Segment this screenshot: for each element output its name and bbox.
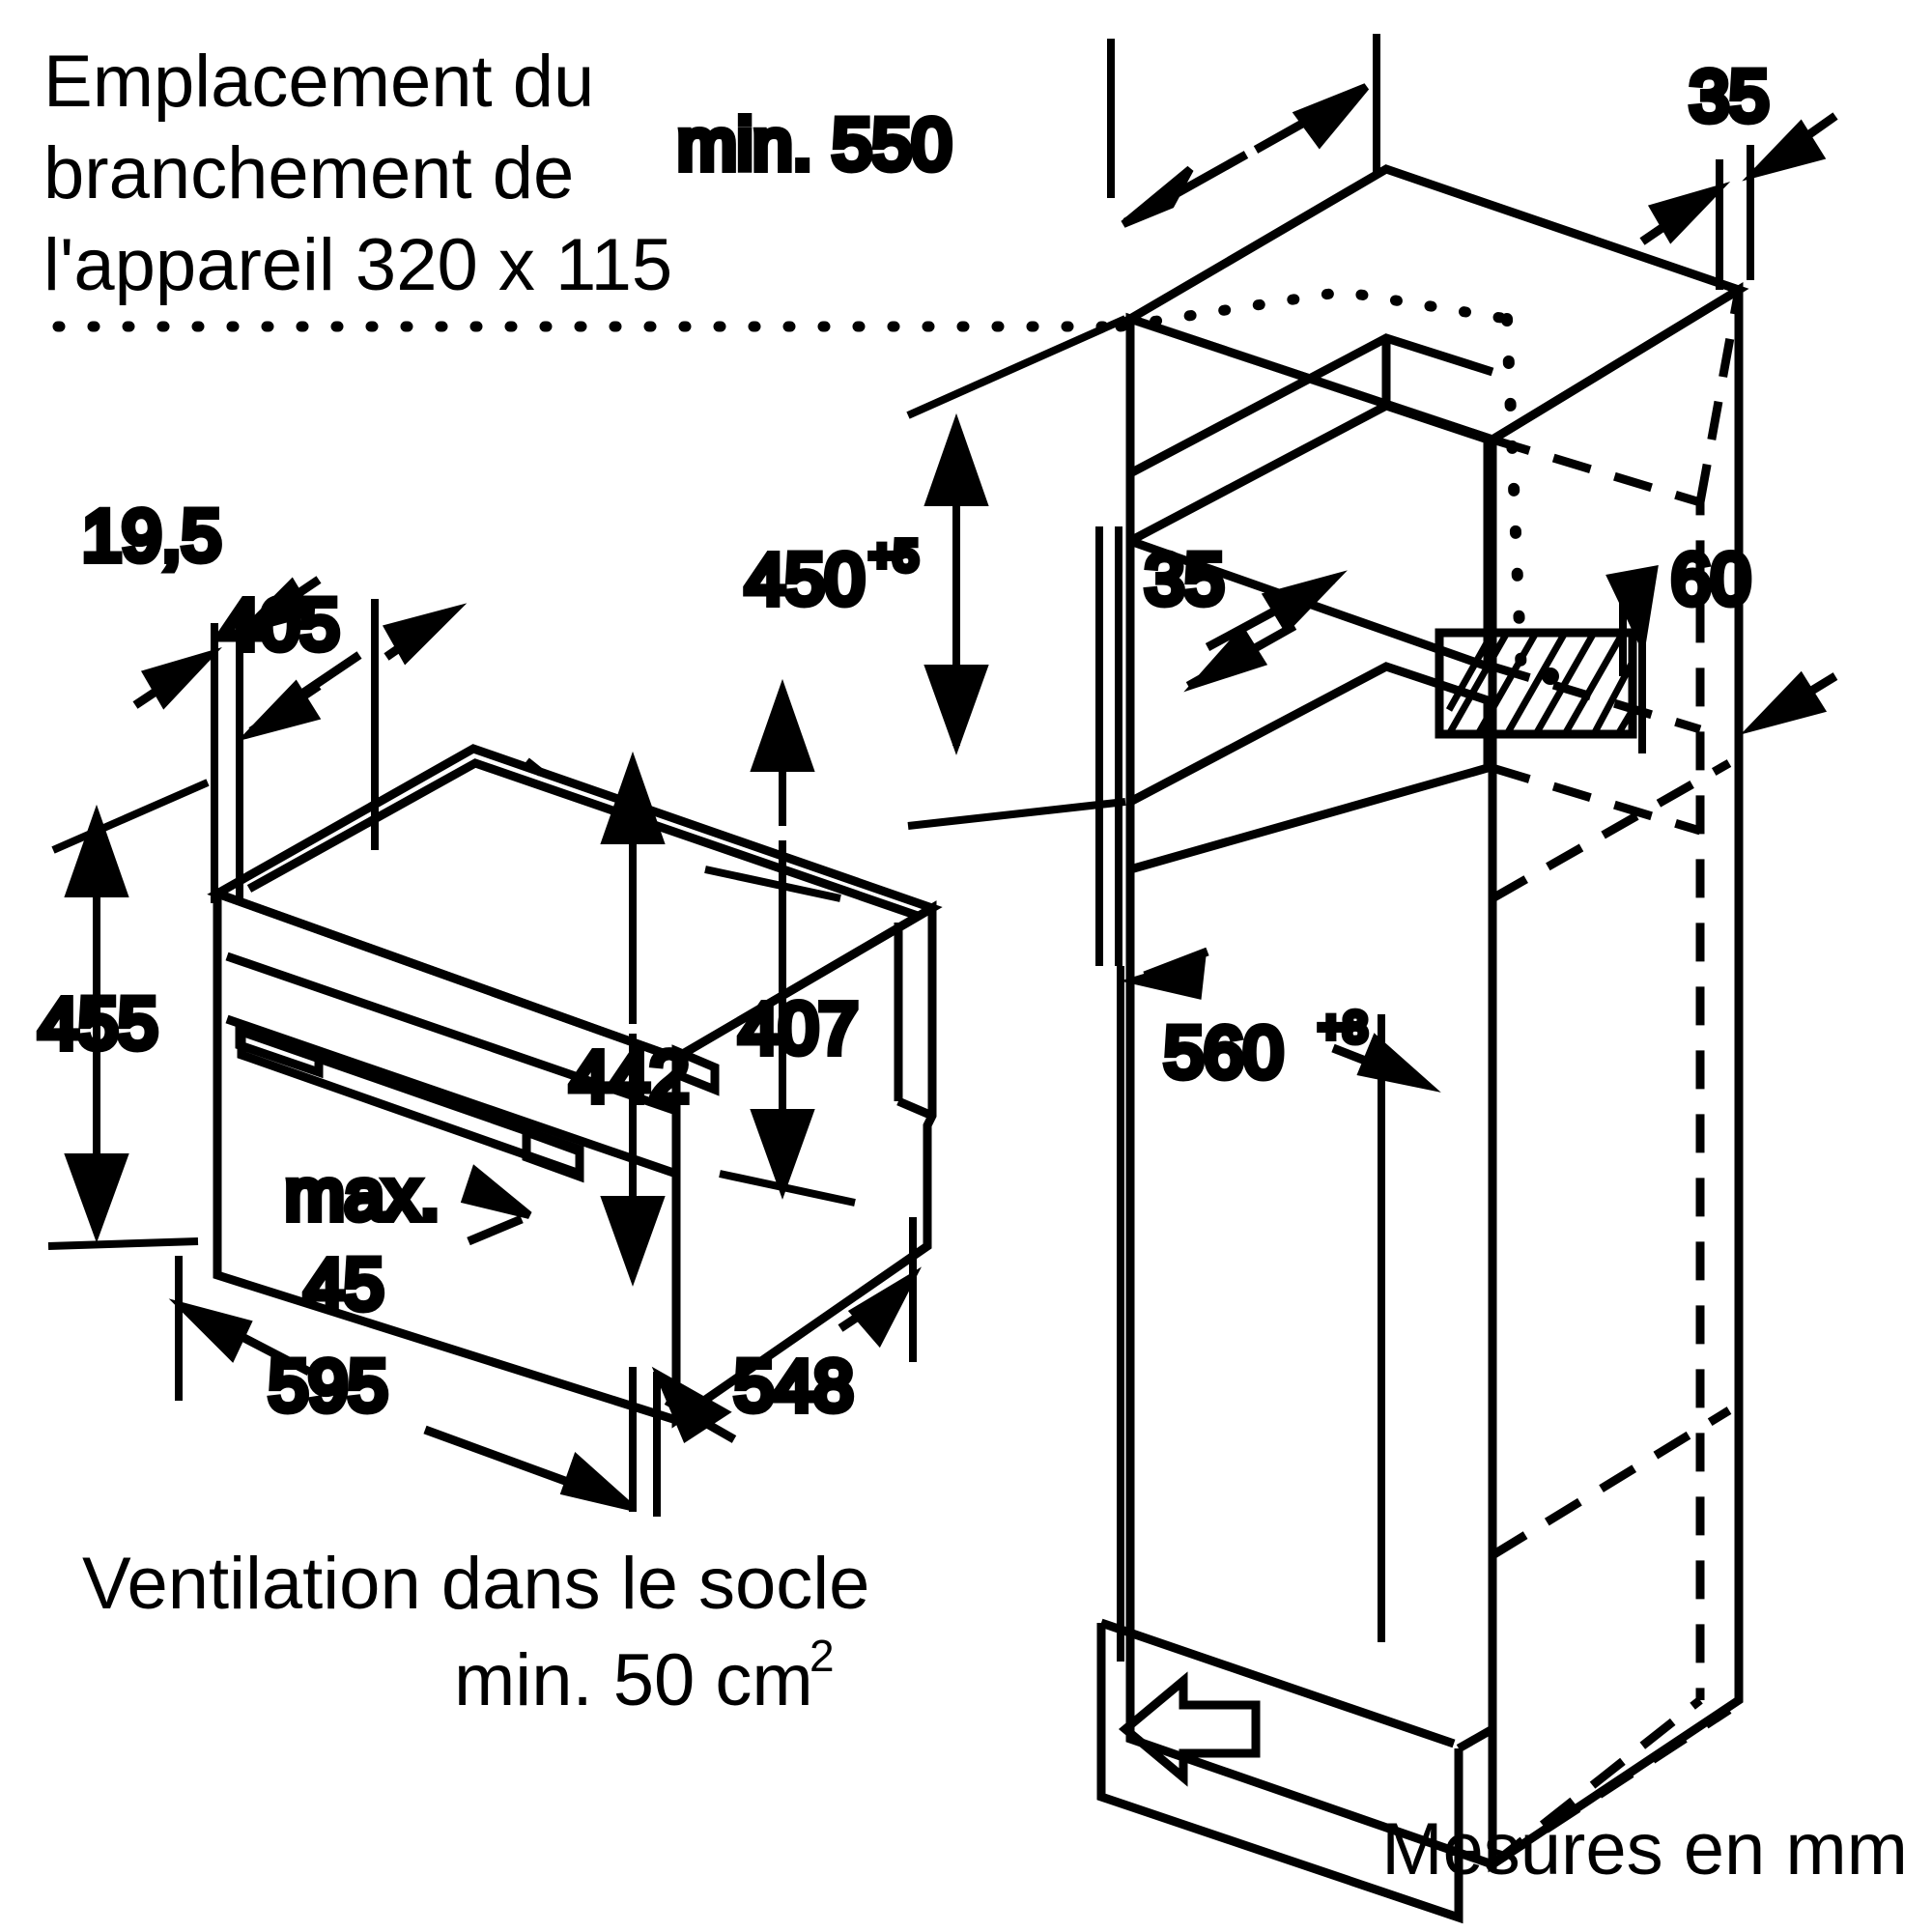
cabinet-plinth-top (1099, 1618, 1456, 1748)
connection-note-line2: branchement de (43, 132, 574, 214)
dim-label-appliance-max-door-gap-value: 45 (304, 1244, 384, 1324)
dim-label-appliance-height: 455 (39, 983, 157, 1064)
ventilation-arrow (1118, 1671, 1261, 1787)
dim-label-appliance-depth: 548 (734, 1346, 853, 1426)
cabinet-plinth-front (1096, 1623, 1463, 1924)
ventilation-note: Ventilation dans le socle min. 50 cm 2 (82, 1543, 869, 1721)
cabinet-hidden-edges (1490, 289, 1744, 1868)
dim-appliance-depth-offset: 19,5 (78, 492, 322, 903)
dim-niche-min-depth: min. 550 (673, 34, 1380, 228)
cabinet-shelf-top-upper (1127, 333, 1494, 477)
dim-label-niche-height: 450 (746, 539, 865, 619)
dim-label-side-panel-thickness: 35 (1690, 56, 1769, 136)
appliance-right-step (896, 1096, 934, 1121)
appliance-top-notch (524, 757, 544, 777)
dim-appliance-top-depth: 405 (216, 581, 468, 898)
dim-label-appliance-body-height: 407 (739, 988, 858, 1068)
cabinet-niche-drawing (1096, 164, 1749, 1924)
dim-shelf-setback: 35 (1141, 535, 1348, 693)
dim-label-niche-width: 560 (1164, 1012, 1283, 1093)
dim-appliance-front-height: 442 (566, 751, 693, 1287)
connection-note: Emplacement du branchement de l'appareil… (43, 41, 672, 306)
dim-label-appliance-top-depth: 405 (220, 584, 339, 665)
ventilation-note-line1: Ventilation dans le socle (82, 1543, 869, 1625)
dim-niche-height: 450 +5 (742, 315, 1127, 830)
units-note: Mesures en mm (1381, 1808, 1908, 1890)
dim-label-socket-zone-height: 60 (1671, 539, 1750, 619)
dim-appliance-max-door-gap: max. 45 (281, 1151, 532, 1328)
connection-note-line3: l'appareil 320 x 115 (43, 224, 672, 306)
right-face-pointer (1740, 670, 1838, 735)
appliance-control-strip-top (225, 952, 678, 1116)
appliance-handle-end (522, 1125, 584, 1183)
dim-label-appliance-width: 595 (269, 1346, 387, 1426)
cabinet-right-face (1488, 281, 1744, 1873)
dim-appliance-body-height: 407 (704, 678, 862, 1207)
dim-label-niche-width-tolerance: +8 (1319, 1004, 1367, 1051)
appliance-top-lip (246, 758, 920, 921)
dim-label-appliance-depth-offset: 19,5 (82, 496, 221, 576)
cabinet-shelf-upper-top (1127, 401, 1492, 599)
units-note-label: Mesures en mm (1381, 1808, 1908, 1890)
dim-socket-zone-height: 60 (1605, 535, 1754, 753)
dim-label-shelf-setback: 35 (1145, 539, 1224, 619)
dim-separator-ticks (1095, 526, 1122, 966)
ventilation-note-superscript: 2 (810, 1631, 835, 1681)
socket-zone (1435, 628, 1637, 739)
dim-label-niche-height-tolerance: +5 (869, 532, 918, 580)
dim-side-panel-thickness: 35 (1639, 52, 1838, 290)
dim-niche-width: 560 +8 (1117, 947, 1441, 1662)
ventilation-note-line2: min. 50 cm (454, 1639, 813, 1721)
connection-note-line1: Emplacement du (43, 41, 594, 123)
appliance-right-face (671, 900, 937, 1429)
cabinet-plinth-right (1456, 1725, 1495, 1752)
cabinet-shelf-lower (1125, 662, 1492, 875)
dim-label-appliance-front-height: 442 (570, 1037, 689, 1117)
dim-label-appliance-max-door-gap-prefix: max. (285, 1154, 440, 1235)
connection-note-dotted-leader (52, 286, 1513, 332)
dim-appliance-depth: 548 (651, 1217, 922, 1517)
dim-appliance-width: 595 (168, 1256, 637, 1512)
cable-route-dotted (1501, 313, 1527, 682)
appliance-latch-detail (671, 1044, 720, 1096)
dim-appliance-height: 455 (35, 779, 210, 1250)
dim-label-niche-min-depth: min. 550 (677, 104, 952, 185)
